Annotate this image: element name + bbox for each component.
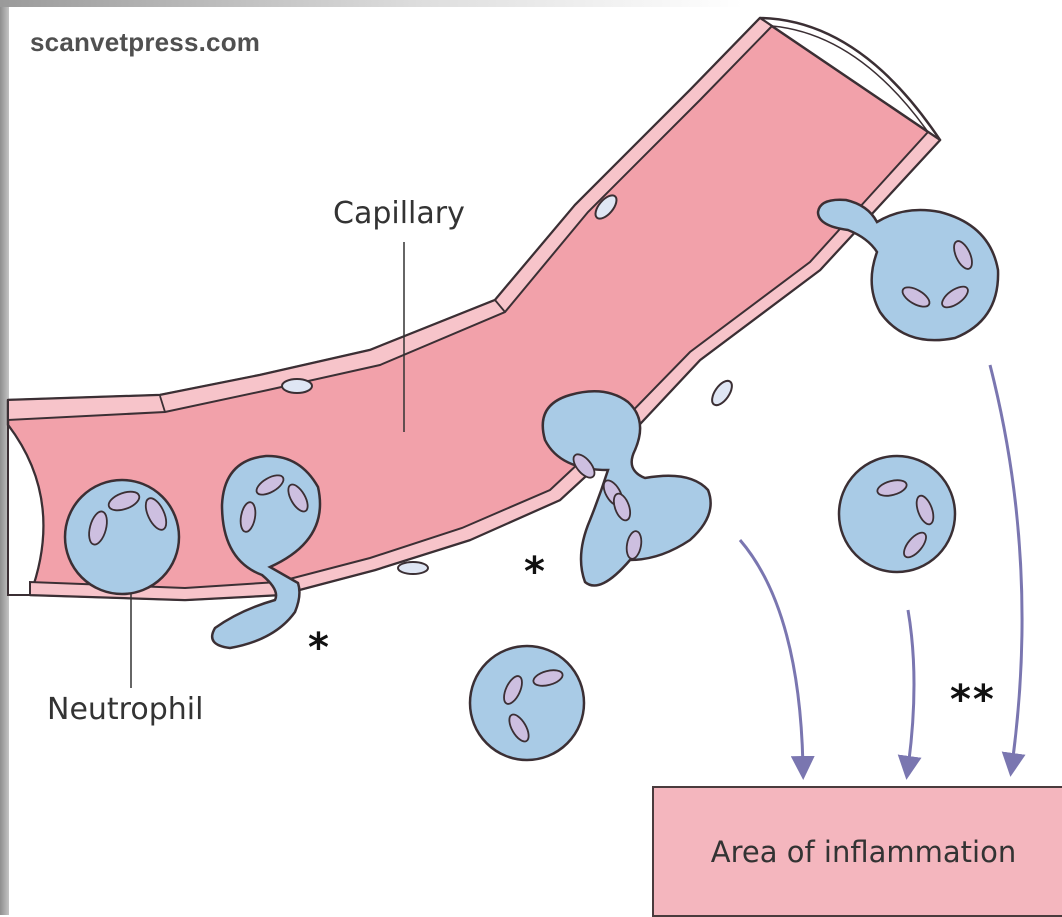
migration-arrow (740, 540, 803, 768)
inflammation-area-label: Area of inflammation (703, 835, 1016, 869)
neutrophil-cell (839, 456, 955, 572)
asterisk-marker: * (308, 628, 329, 668)
endothelial-nucleus (398, 562, 428, 574)
inflammation-area-box: Area of inflammation (652, 786, 1062, 917)
double-asterisk-marker: ** (950, 680, 996, 720)
source-watermark: scanvetpress.com (30, 27, 260, 58)
asterisk-marker: * (524, 552, 545, 592)
neutrophil-label: Neutrophil (47, 692, 203, 727)
endothelial-nucleus (708, 378, 736, 409)
neutrophil-cell (818, 200, 998, 340)
migration-arrow (908, 610, 914, 768)
capillary-label: Capillary (333, 196, 465, 231)
neutrophil-cell (65, 480, 179, 594)
neutrophil-cell (470, 646, 584, 760)
endothelial-nucleus (282, 379, 312, 393)
